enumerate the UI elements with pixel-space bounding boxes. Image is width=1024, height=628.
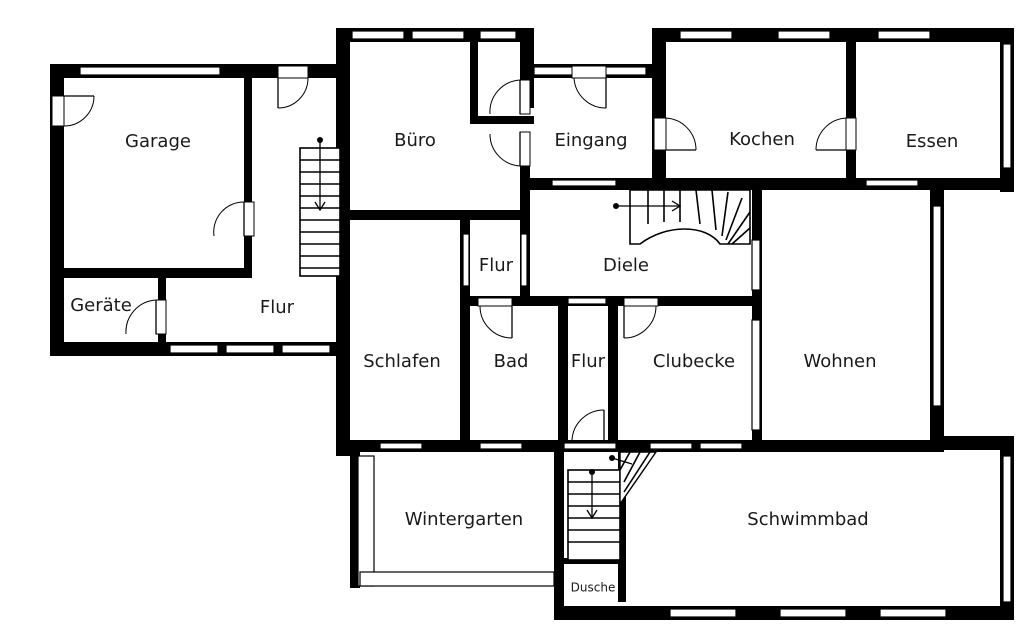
wall-diele-bottom (462, 296, 762, 306)
window-diele-top (551, 179, 617, 187)
door-kochen-left (653, 117, 697, 151)
window-club-right (751, 319, 761, 431)
window-essen (877, 30, 931, 40)
label-eingang: Eingang (554, 130, 627, 151)
label-schwimmbad: Schwimmbad (747, 509, 868, 530)
window-pool-1 (669, 608, 737, 618)
window-diele-right (751, 239, 761, 291)
window-stair-gap (563, 442, 617, 450)
window-flur-bottom-2 (225, 344, 275, 354)
door-closet (489, 79, 531, 115)
label-geraete: Geräte (70, 295, 132, 316)
window-flurmid-top (567, 297, 607, 305)
window-pool-3 (879, 608, 947, 618)
label-wintergarten: Wintergarten (405, 509, 523, 530)
door-flur-top (277, 65, 309, 109)
label-diele: Diele (603, 255, 649, 276)
door-kochen-essen (815, 117, 857, 151)
wall-diele-right (752, 178, 762, 448)
wall-south-rooms (336, 440, 944, 452)
wall-kochen-left (652, 28, 666, 184)
wall-closet-left (470, 28, 478, 124)
window-kochen-2 (777, 30, 831, 40)
wall-west-left (50, 64, 64, 356)
door-eingang (571, 65, 607, 109)
window-club-bottom-2 (699, 442, 743, 450)
window-wintergarten-bottom (359, 571, 555, 587)
label-flur-mid: Flur (571, 351, 606, 372)
label-schlafen: Schlafen (363, 351, 441, 372)
stairs-south (567, 451, 658, 561)
label-flur-west: Flur (260, 297, 295, 318)
door-garage-flur (213, 201, 255, 237)
stairs-diele (613, 189, 751, 245)
window-flur-bottom-1 (169, 344, 219, 354)
window-flur-bottom-3 (281, 344, 331, 354)
wall-wohnen-bottom-ext (930, 436, 1014, 450)
door-garage-left (51, 95, 95, 127)
doors (51, 65, 857, 441)
window-flur-small-right (520, 233, 528, 287)
wall-stair-right (618, 452, 626, 602)
label-wohnen: Wohnen (803, 351, 876, 372)
wall-wintergarten-right (554, 452, 564, 620)
label-dusche: Dusche (571, 581, 616, 595)
label-essen: Essen (906, 131, 959, 152)
door-buero (489, 131, 531, 167)
window-club-bottom-1 (649, 442, 693, 450)
wall-bad-right (558, 306, 568, 450)
label-garage: Garage (125, 131, 191, 152)
wall-schlafen-right (460, 220, 470, 450)
label-buero: Büro (394, 130, 436, 151)
window-wintergarten-left (357, 455, 375, 587)
wall-closet-bottom (470, 116, 534, 124)
label-bad: Bad (494, 351, 529, 372)
window-schlafen-bottom (379, 442, 423, 450)
window-pool-2 (779, 608, 847, 618)
wall-wintergarten-left (350, 452, 360, 588)
wall-garage-bottom (64, 268, 252, 278)
window-wohnen-right (932, 205, 942, 407)
walls (50, 28, 1014, 620)
wall-kochen-essen (846, 28, 856, 184)
wall-dusche-top (564, 558, 626, 564)
window-buero-2 (411, 30, 465, 40)
wall-flurmid-right (608, 306, 618, 450)
door-clubecke (623, 297, 659, 339)
label-kochen: Kochen (729, 129, 795, 150)
room-labels: Garage Geräte Flur Büro Eingang Kochen E… (70, 129, 958, 595)
wall-garage-right (244, 64, 252, 276)
window-bad-bottom (479, 442, 523, 450)
stairs-west (299, 137, 341, 277)
label-clubecke: Clubecke (653, 351, 735, 372)
window-closet (479, 30, 517, 40)
door-bad (477, 297, 513, 339)
label-flur-small: Flur (479, 255, 514, 276)
door-geraete (125, 299, 167, 335)
window-buero-1 (351, 30, 405, 40)
window-schwimmbad-right (1002, 455, 1012, 603)
wall-central-left (336, 28, 350, 456)
window-essen-right (1002, 43, 1012, 169)
window-flur-small-left (462, 233, 470, 287)
wall-buero-bottom (350, 210, 530, 220)
window-wohnen-top (865, 179, 919, 187)
window-garage (79, 66, 221, 76)
window-kochen-1 (679, 30, 733, 40)
windows (79, 30, 1012, 618)
door-flur-mid (571, 409, 605, 441)
